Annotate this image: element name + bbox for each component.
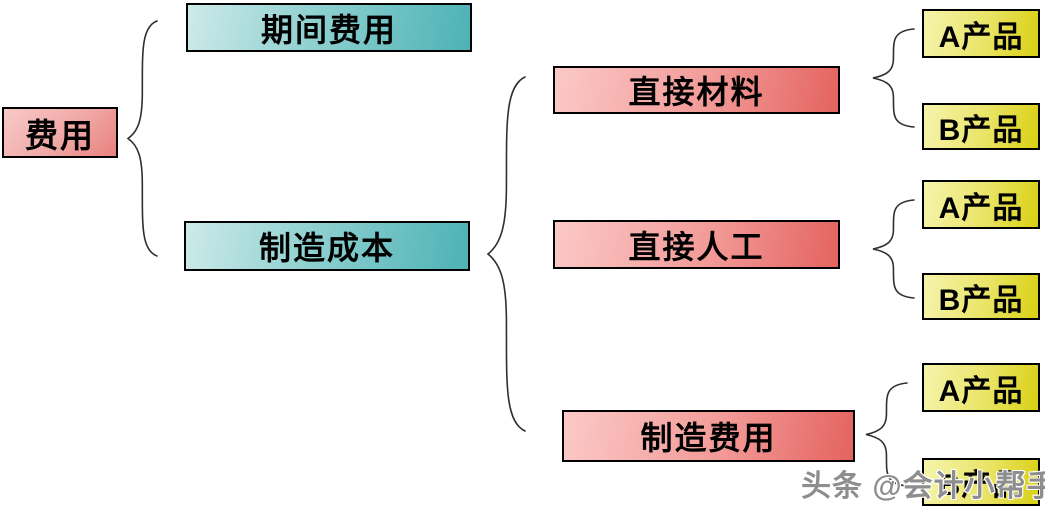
- brace-direct-materials: [872, 28, 915, 128]
- node-manufacturing-overhead-product-a: A产品: [922, 363, 1040, 412]
- watermark-text: 头条 @会计小帮手: [801, 470, 1045, 503]
- brace-direct-labor: [872, 199, 915, 299]
- node-direct-materials: 直接材料: [553, 66, 840, 114]
- brace-manufacturing-cost: [486, 76, 526, 432]
- brace-expenses: [126, 20, 158, 257]
- node-manufacturing-cost: 制造成本: [184, 221, 470, 271]
- node-direct-materials-product-b: B产品: [922, 103, 1040, 150]
- node-direct-labor-product-b: B产品: [922, 273, 1040, 320]
- node-expenses: 费用: [2, 107, 118, 158]
- node-period-expenses: 期间费用: [186, 3, 472, 52]
- node-direct-labor-product-a: A产品: [922, 180, 1040, 229]
- brace-manufacturing-overhead: [865, 382, 908, 487]
- node-direct-materials-product-a: A产品: [922, 9, 1040, 58]
- node-manufacturing-overhead-product-b: B产品: [922, 458, 1040, 506]
- node-manufacturing-overhead: 制造费用: [562, 410, 855, 462]
- node-direct-labor: 直接人工: [553, 220, 840, 269]
